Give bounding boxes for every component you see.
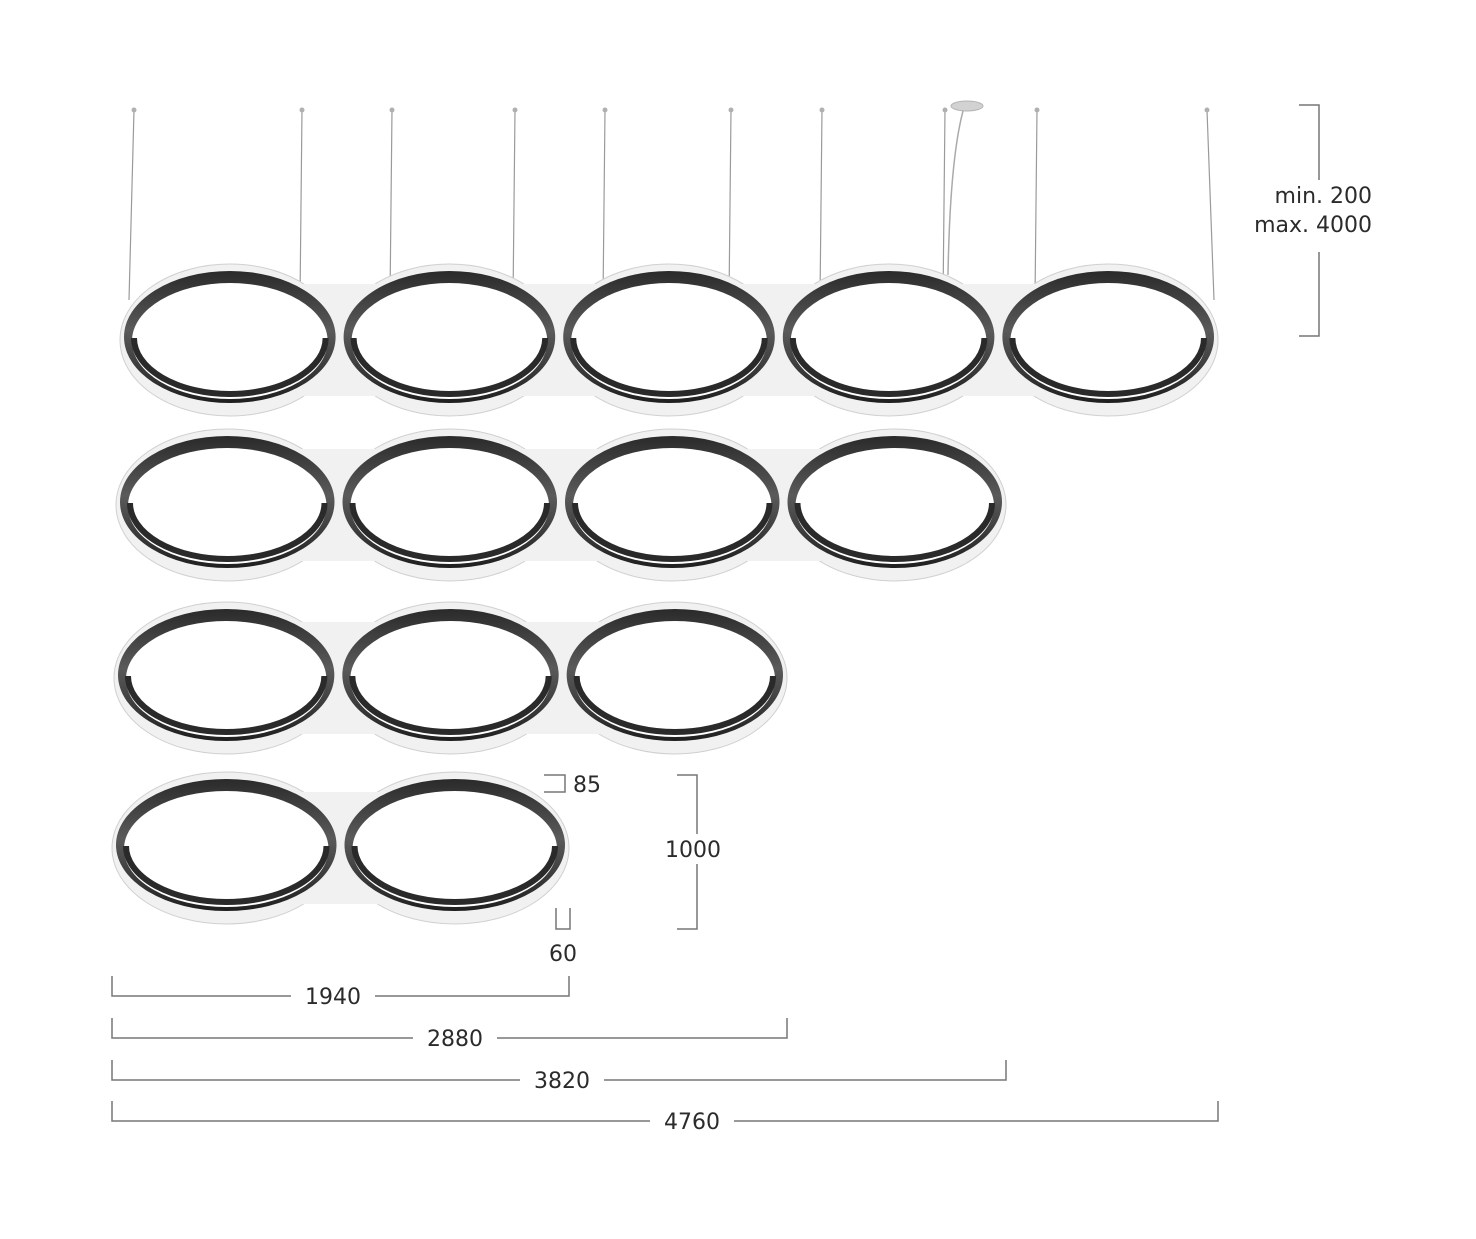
length-label: 3820 [534, 1069, 590, 1094]
luminaire-row-2-rings [111, 771, 570, 925]
luminaire-row-4-rings [115, 428, 1007, 582]
suspension-wire [389, 109, 393, 301]
suspension-wire [819, 109, 823, 301]
suspension-wire [602, 109, 606, 301]
suspension-wire [1034, 109, 1038, 301]
wire-anchor [512, 107, 518, 113]
module-height-dimension: 1000 [665, 774, 721, 930]
length-dimension-2880: 2880 [111, 1018, 788, 1052]
length-dimension-1940: 1940 [111, 976, 570, 1010]
suspension-wires [128, 107, 1215, 301]
luminaire-row-5-rings [119, 263, 1219, 417]
length-dimensions: 1940 2880 3820 4760 [111, 976, 1219, 1135]
ring [565, 436, 780, 568]
wire-anchor [131, 107, 137, 113]
ring [120, 436, 335, 568]
wire-anchor [389, 107, 395, 113]
ring [124, 271, 336, 403]
profile-width-label: 60 [549, 942, 577, 967]
suspension-height-dimension: min. 200 max. 4000 [1254, 104, 1372, 337]
length-dimension-3820: 3820 [111, 1060, 1007, 1094]
profile-width-dimension: 60 [549, 908, 577, 967]
suspension-wire [299, 109, 303, 301]
ring [118, 609, 335, 741]
length-label: 2880 [427, 1027, 483, 1052]
wire-anchor [1034, 107, 1040, 113]
wire-anchor [728, 107, 734, 113]
length-dimension-4760: 4760 [111, 1101, 1219, 1135]
suspension-wire [1206, 109, 1215, 301]
ring [787, 436, 1002, 568]
wire-anchor [602, 107, 608, 113]
wire-anchor [1204, 107, 1210, 113]
wire-anchor [819, 107, 825, 113]
suspension-min-label: min. 200 [1275, 184, 1372, 209]
length-label: 1940 [305, 985, 361, 1010]
profile-height-label: 85 [573, 773, 601, 798]
suspension-max-label: max. 4000 [1254, 213, 1372, 238]
suspension-wire [942, 109, 946, 301]
ring [343, 271, 556, 403]
suspension-wire [728, 109, 732, 301]
module-height-label: 1000 [665, 838, 721, 863]
ring [563, 271, 775, 403]
profile-height-dimension: 85 [544, 773, 601, 798]
length-label: 4760 [664, 1110, 720, 1135]
wire-anchor [942, 107, 948, 113]
ring [116, 779, 337, 911]
luminaire-row-3-rings [113, 601, 788, 755]
ring [1002, 271, 1214, 403]
ring [782, 271, 995, 403]
ring [566, 609, 783, 741]
suspension-wire [128, 109, 135, 301]
ring [342, 436, 557, 568]
wire-anchor [299, 107, 305, 113]
suspension-wire [512, 109, 516, 301]
luminaire-variants [111, 263, 1219, 925]
ring [344, 779, 565, 911]
ring [342, 609, 559, 741]
ceiling-canopy [947, 100, 984, 276]
